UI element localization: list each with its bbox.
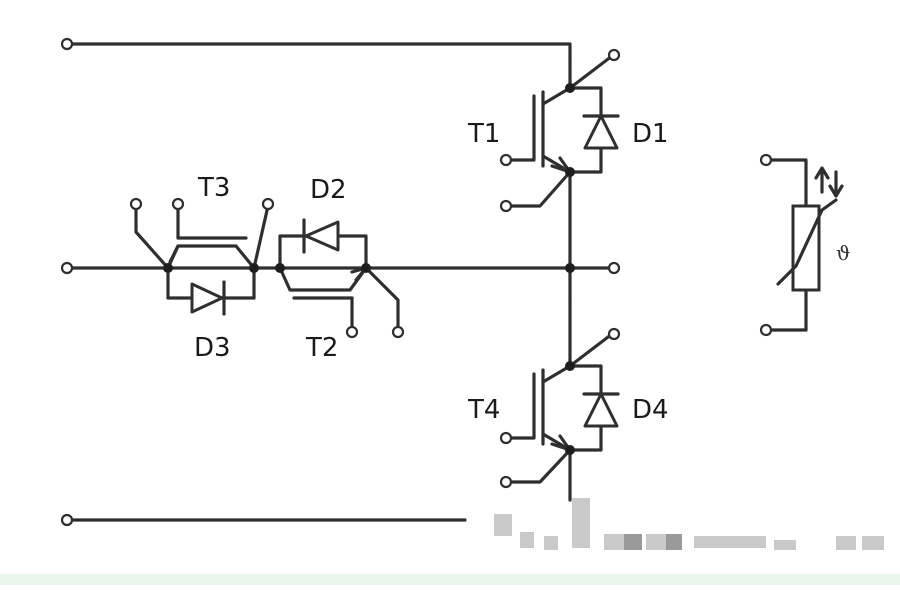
switch-t3 [134,202,270,270]
label-t2: T2 [305,333,338,363]
bottom-rail [67,450,572,522]
top-rail [67,42,572,64]
label-d1: D1 [632,119,669,149]
label-t3: T3 [197,173,230,203]
watermark-blur [494,498,884,550]
bottom-strip [0,574,900,585]
diode-d2 [278,218,368,270]
diode-d4 [568,364,620,452]
terminals [60,37,773,527]
junction-dots [163,83,575,455]
diode-d1 [568,86,620,174]
output-rail [67,170,614,302]
switch-t2 [278,266,400,332]
label-t4: T4 [467,395,500,425]
switch-t1 [506,54,614,208]
label-d3: D3 [194,333,231,363]
label-d4: D4 [632,395,669,425]
label-t1: T1 [467,119,500,149]
label-ntc: ϑ [836,241,850,265]
switch-t4 [506,298,614,484]
diode-d3 [166,266,256,316]
label-d2: D2 [310,175,347,205]
ntc-thermistor [764,158,844,332]
